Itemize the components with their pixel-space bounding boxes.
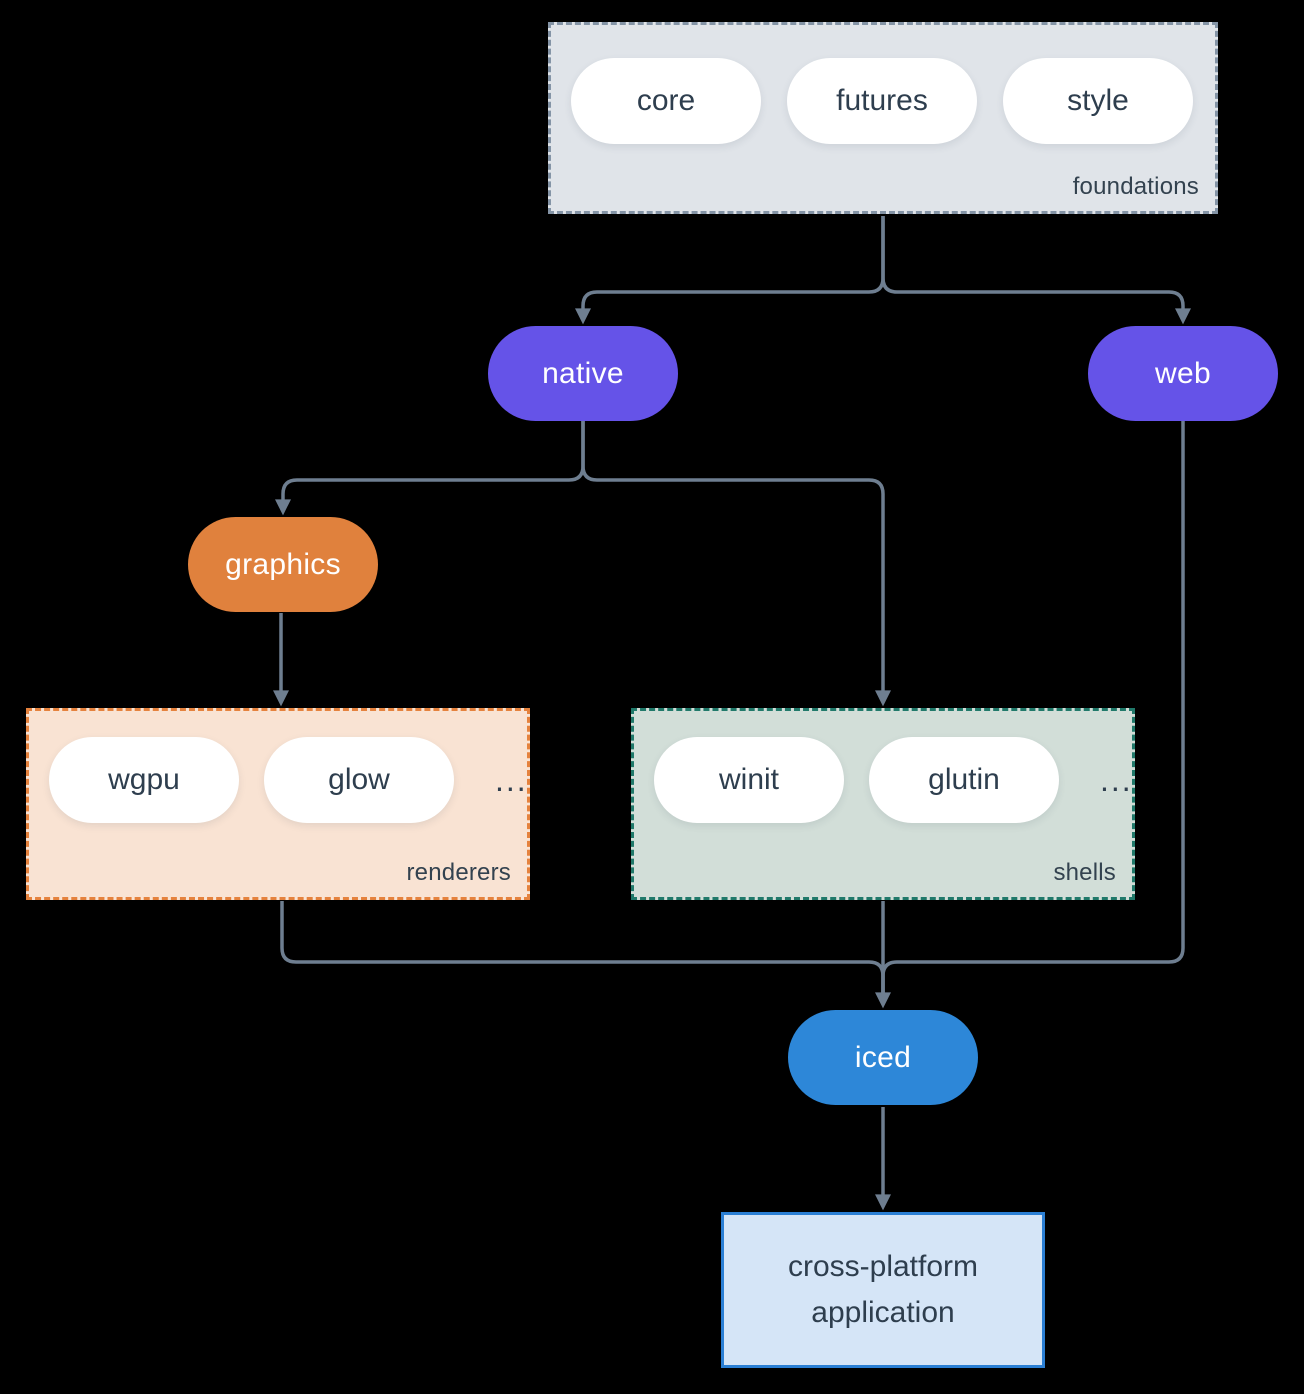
application-label-line1: cross-platform [787,1249,979,1283]
foundations-label: foundations [1072,173,1199,200]
foundations-pills: core futures style [551,25,1215,144]
node-graphics: graphics [188,517,378,612]
renderers-label: renderers [406,859,511,886]
edge-renderers-to-iced [280,901,891,1009]
foundations-group: core futures style foundations [548,22,1218,214]
renderers-pills: wgpu glow ... [29,711,527,823]
node-cross-platform-application: cross-platform application [721,1212,1045,1368]
application-label-line2: application [811,1296,955,1329]
node-web: web [1088,326,1278,421]
edge-foundations-to-native [575,216,885,325]
renderers-ellipsis: ... [495,761,528,798]
node-glow: glow [264,737,454,823]
node-iced: iced [788,1010,978,1105]
node-native: native [488,326,678,421]
node-style: style [1003,58,1193,144]
edge-native-to-shells [581,420,891,707]
node-futures: futures [787,58,977,144]
node-wgpu: wgpu [49,737,239,823]
node-core: core [571,58,761,144]
edge-native-to-graphics [275,420,585,516]
node-glutin: glutin [869,737,1059,823]
shells-pills: winit glutin ... [634,711,1132,823]
edge-foundations-to-web [881,216,1191,325]
shells-group: winit glutin ... shells [631,708,1135,900]
node-winit: winit [654,737,844,823]
renderers-group: wgpu glow ... renderers [26,708,530,900]
shells-ellipsis: ... [1100,761,1133,798]
shells-label: shells [1053,859,1116,886]
